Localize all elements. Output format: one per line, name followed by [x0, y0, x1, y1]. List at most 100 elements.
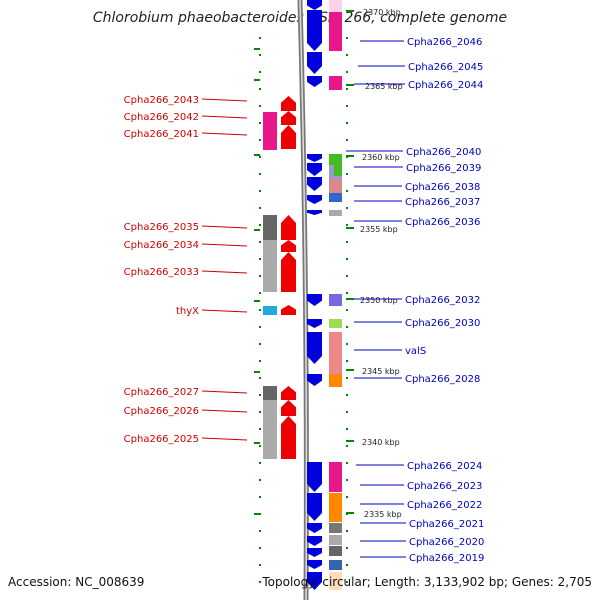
left-track-dot	[259, 122, 261, 124]
coordinate-tick-label: 2350 kbp	[360, 296, 398, 305]
left-track-dot	[259, 530, 261, 532]
gene-feature-box	[263, 128, 277, 150]
right-track-dot	[346, 445, 348, 447]
left-track-dot	[259, 241, 261, 243]
reverse-gene-arrow	[281, 400, 296, 416]
gene-feature-box	[329, 572, 342, 590]
forward-gene-arrow	[307, 195, 322, 204]
gene-feature-box	[329, 493, 342, 522]
right-gene-label: Cpha266_2044	[408, 80, 483, 91]
coordinate-tick-label: 2340 kbp	[362, 438, 400, 447]
left-track-dot	[259, 479, 261, 481]
left-gene-label: Cpha266_2042	[124, 112, 199, 123]
right-gene-label: Cpha266_2039	[406, 163, 481, 174]
right-gene-label: Cpha266_2045	[408, 62, 483, 73]
forward-gene-arrow	[307, 523, 322, 533]
gene-feature-box	[329, 523, 342, 533]
coordinate-tick-label: 2355 kbp	[360, 225, 398, 234]
left-track-dot	[259, 394, 261, 396]
right-gene-label: Cpha266_2038	[405, 182, 480, 193]
reverse-gene-arrow	[281, 240, 296, 252]
forward-gene-arrow	[307, 177, 322, 191]
accession-text: Accession: NC_008639	[8, 575, 145, 589]
left-gene-label: Cpha266_2025	[124, 434, 199, 445]
right-track-dot	[346, 292, 348, 294]
left-track-dot	[259, 377, 261, 379]
left-track-tick	[254, 513, 260, 515]
left-track-dot	[259, 71, 261, 73]
left-track-tick	[254, 229, 260, 231]
reverse-gene-arrow	[281, 386, 296, 400]
right-track-dot	[346, 377, 348, 379]
right-track-dot	[346, 411, 348, 413]
gene-feature-box	[263, 112, 277, 128]
gene-feature-box	[329, 374, 342, 387]
gene-feature-box	[329, 179, 342, 193]
gene-feature-box	[329, 193, 342, 202]
coordinate-tick	[346, 298, 354, 300]
left-track-dot	[259, 139, 261, 141]
right-track-dot	[346, 581, 348, 583]
gene-feature-box	[263, 416, 277, 459]
coordinate-tick	[346, 512, 354, 514]
forward-gene-arrow	[307, 210, 322, 215]
left-label-leader	[201, 115, 248, 119]
gene-feature-box	[329, 462, 342, 492]
left-track-dot	[259, 581, 261, 583]
right-track-dot	[346, 207, 348, 209]
right-gene-label: valS	[405, 346, 426, 357]
right-track-dot	[346, 428, 348, 430]
left-track-dot	[259, 173, 261, 175]
right-track-dot	[346, 241, 348, 243]
forward-gene-arrow	[307, 76, 322, 87]
forward-gene-arrow	[307, 536, 322, 546]
right-track-dot	[346, 122, 348, 124]
gene-feature-box	[263, 386, 277, 400]
gene-feature-box	[329, 560, 342, 570]
forward-gene-arrow	[307, 52, 322, 74]
topology-text: Topology: circular; Length: 3,133,902 bp…	[262, 575, 592, 589]
forward-gene-arrow	[307, 294, 322, 306]
right-track-dot	[346, 190, 348, 192]
reverse-gene-arrow	[281, 305, 296, 315]
right-gene-label: Cpha266_2022	[407, 500, 482, 511]
forward-gene-arrow	[307, 548, 322, 557]
left-label-leader	[201, 309, 248, 313]
left-track-tick	[254, 371, 260, 373]
right-track-dot	[346, 326, 348, 328]
left-track-dot	[259, 105, 261, 107]
right-track-dot	[346, 105, 348, 107]
coordinate-tick	[346, 440, 354, 442]
gene-feature-box	[329, 535, 342, 545]
left-track-dot	[259, 428, 261, 430]
left-gene-label: Cpha266_2027	[124, 387, 199, 398]
right-gene-label: Cpha266_2036	[405, 217, 480, 228]
gene-feature-box	[329, 294, 342, 306]
forward-gene-arrow	[307, 560, 322, 569]
coordinate-tick	[346, 84, 354, 86]
left-label-leader	[201, 132, 248, 136]
right-gene-label: Cpha266_2021	[409, 519, 484, 530]
left-gene-label: thyX	[176, 306, 199, 317]
right-track-dot	[346, 394, 348, 396]
left-track-dot	[259, 156, 261, 158]
gene-feature-box	[329, 12, 342, 51]
left-track-dot	[259, 462, 261, 464]
right-gene-label: Cpha266_2040	[406, 147, 481, 158]
left-track-dot	[259, 207, 261, 209]
left-track-dot	[259, 360, 261, 362]
coordinate-tick	[346, 10, 354, 12]
coordinate-tick-label: 2365 kbp	[365, 82, 403, 91]
right-track-dot	[346, 309, 348, 311]
gene-feature-box	[329, 0, 342, 12]
right-track-dot	[346, 547, 348, 549]
right-track-dot	[346, 343, 348, 345]
forward-gene-arrow	[307, 332, 322, 364]
reverse-gene-arrow	[281, 416, 296, 459]
coordinate-tick	[346, 369, 354, 371]
right-track-dot	[346, 564, 348, 566]
gene-feature-box	[329, 546, 342, 556]
left-track-dot	[259, 547, 261, 549]
left-label-leader	[201, 98, 248, 102]
left-track-dot	[259, 343, 261, 345]
